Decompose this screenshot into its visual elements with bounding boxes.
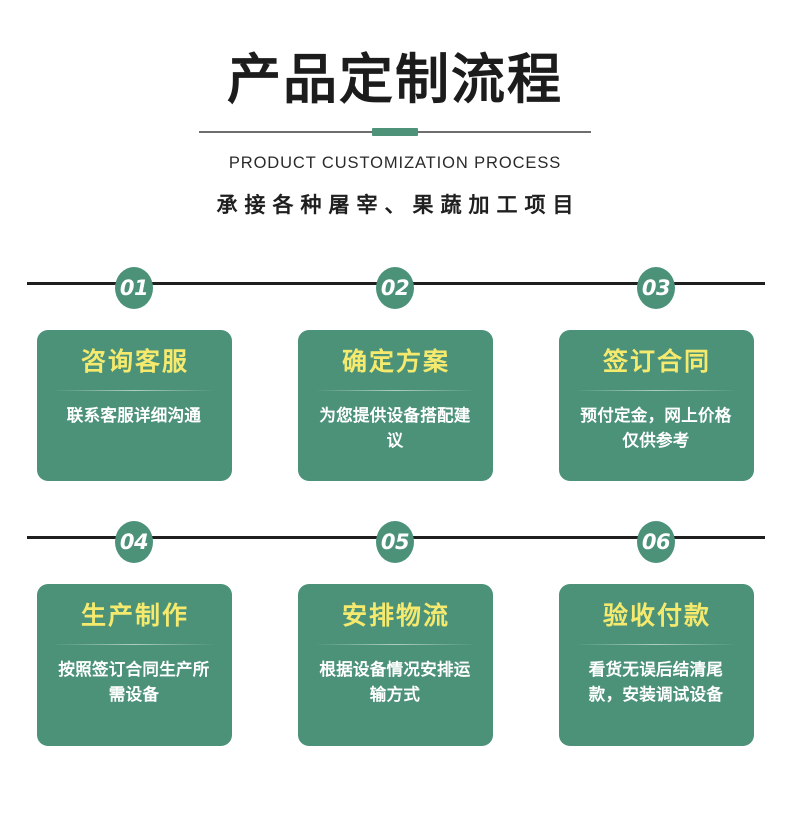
step-description: 预付定金，网上价格仅供参考 [580,406,732,450]
step-card[interactable]: 咨询客服 联系客服详细沟通 [36,330,232,482]
process-step-02[interactable]: 02 确定方案 为您提供设备搭配建议 [297,267,493,482]
step-title: 安排物流 [341,602,450,631]
process-steps: 01 咨询客服 联系客服详细沟通 02 确定方案 为您提供设备搭配建议 03 [0,267,790,775]
step-number-badge: 03 [637,267,675,310]
step-card-rule [56,389,212,391]
step-title: 确定方案 [341,348,450,377]
step-title: 签订合同 [602,348,711,377]
step-card-rule [578,643,734,645]
process-step-03[interactable]: 03 签订合同 预付定金，网上价格仅供参考 [558,267,754,482]
process-step-06[interactable]: 06 验收付款 看货无误后结清尾款，安装调试设备 [558,521,754,747]
step-card[interactable]: 生产制作 按照签订合同生产所需设备 [36,584,232,747]
process-step-01[interactable]: 01 咨询客服 联系客服详细沟通 [36,267,232,482]
step-description: 联系客服详细沟通 [66,406,202,425]
step-number-badge: 06 [637,521,675,564]
process-step-05[interactable]: 05 安排物流 根据设备情况安排运输方式 [297,521,493,747]
page-title: 产品定制流程 [227,50,563,110]
step-description: 按照签订合同生产所需设备 [58,660,210,704]
subtitle-chinese: 承接各种屠宰、果蔬加工项目 [216,194,581,218]
step-number-badge: 02 [376,267,414,310]
step-description: 为您提供设备搭配建议 [319,406,471,450]
step-card-rule [56,643,212,645]
process-row-2: 04 生产制作 按照签订合同生产所需设备 05 安排物流 根据设备情况安排运输方… [0,521,790,775]
step-title: 生产制作 [80,602,189,631]
step-description: 根据设备情况安排运输方式 [319,660,471,704]
step-title: 验收付款 [602,602,711,631]
page-header: 产品定制流程 PRODUCT CUSTOMIZATION PROCESS 承接各… [0,0,790,219]
process-step-04[interactable]: 04 生产制作 按照签订合同生产所需设备 [36,521,232,747]
divider-accent-bar [372,128,418,137]
process-row-1-cards: 01 咨询客服 联系客服详细沟通 02 确定方案 为您提供设备搭配建议 03 [0,267,790,482]
step-description: 看货无误后结清尾款，安装调试设备 [588,660,724,704]
step-number-badge: 01 [115,267,153,310]
step-card-rule [317,643,473,645]
step-card[interactable]: 验收付款 看货无误后结清尾款，安装调试设备 [558,584,754,747]
step-card-rule [578,389,734,391]
step-card[interactable]: 签订合同 预付定金，网上价格仅供参考 [558,330,754,482]
process-row-1: 01 咨询客服 联系客服详细沟通 02 确定方案 为您提供设备搭配建议 03 [0,267,790,521]
step-number-badge: 05 [376,521,414,564]
step-card[interactable]: 安排物流 根据设备情况安排运输方式 [297,584,493,747]
title-divider [199,128,591,137]
step-title: 咨询客服 [80,348,189,377]
step-card[interactable]: 确定方案 为您提供设备搭配建议 [297,330,493,482]
subtitle-english: PRODUCT CUSTOMIZATION PROCESS [228,154,562,173]
process-row-2-cards: 04 生产制作 按照签订合同生产所需设备 05 安排物流 根据设备情况安排运输方… [0,521,790,747]
step-card-rule [317,389,473,391]
step-number-badge: 04 [115,521,153,564]
